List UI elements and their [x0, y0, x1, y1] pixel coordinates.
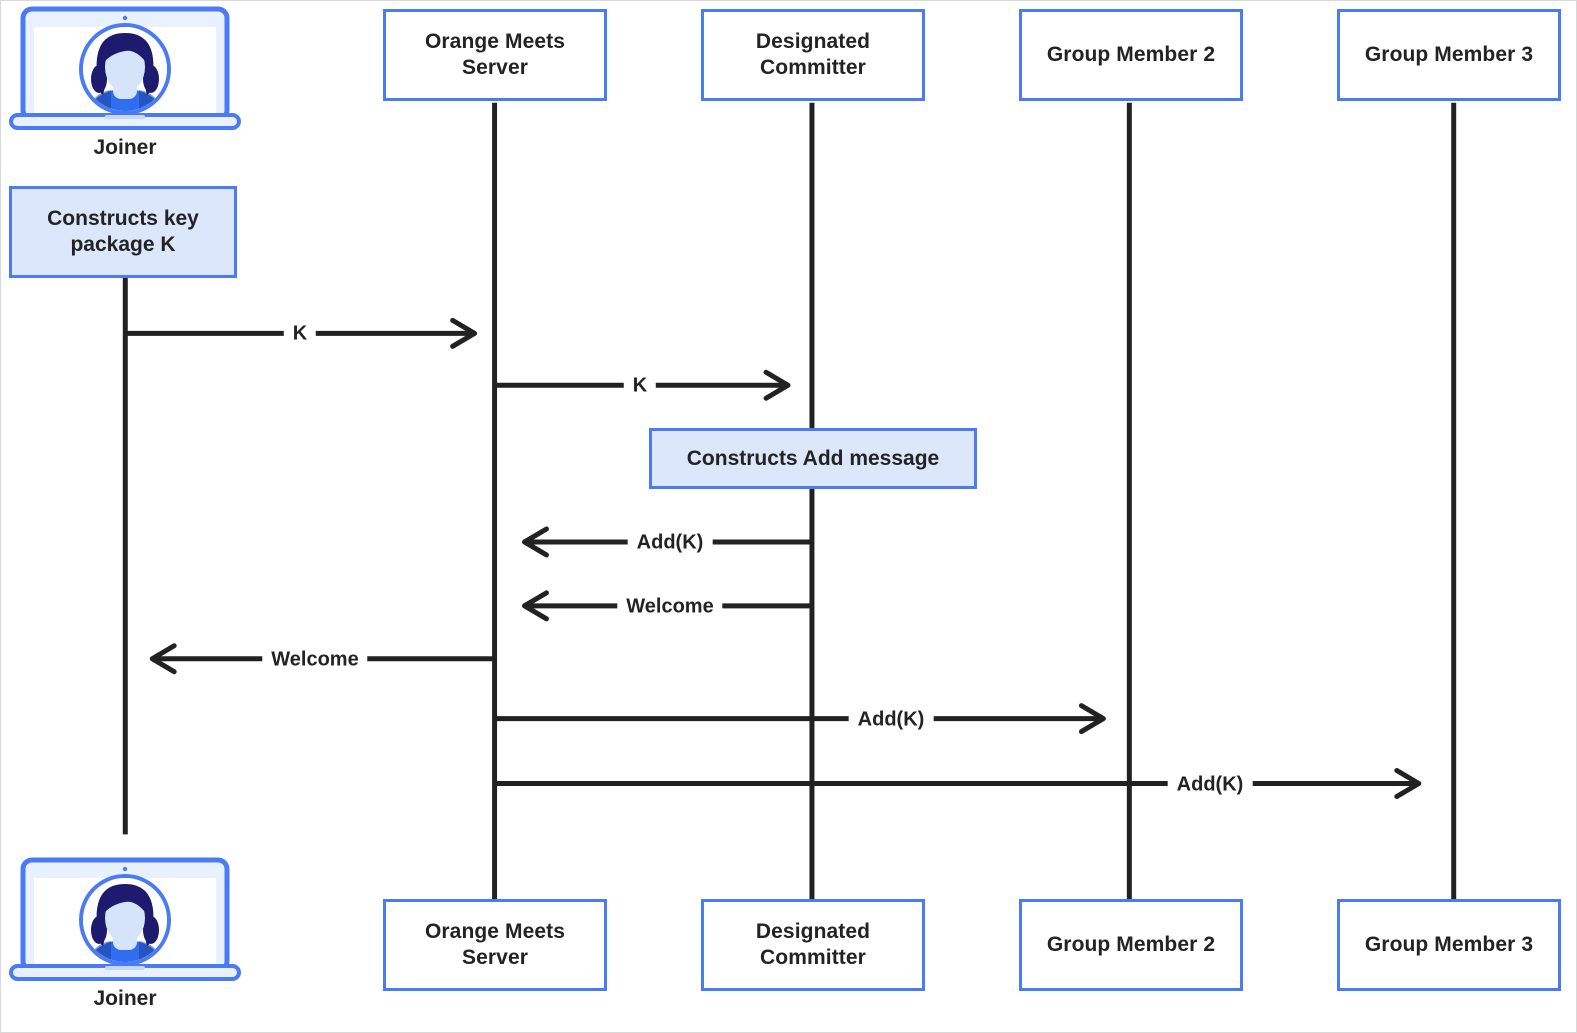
note-label-constructs-key-package: Constructs key package K [47, 207, 199, 256]
actor-joiner-top[interactable]: Joiner [9, 5, 241, 160]
actor-box-member2-top[interactable]: Group Member 2 [1019, 9, 1243, 101]
message-arrows [125, 320, 1418, 796]
message-label-msg-2: K [623, 374, 657, 398]
actor-box-committer-bottom[interactable]: Designated Committer [701, 899, 925, 991]
actor-label-committer-top: Designated Committer [755, 30, 871, 79]
actor-box-committer-top[interactable]: Designated Committer [701, 9, 925, 101]
actor-box-server-bottom[interactable]: Orange Meets Server [383, 899, 607, 991]
actor-box-member3-top[interactable]: Group Member 3 [1337, 9, 1561, 101]
actor-box-server-top[interactable]: Orange Meets Server [383, 9, 607, 101]
laptop-user-icon [9, 6, 241, 130]
actor-label-server-bottom: Orange Meets Server [424, 920, 566, 969]
lifelines [122, 102, 1457, 900]
actor-joiner-bottom[interactable]: Joiner [9, 856, 241, 1011]
laptop-user-icon [9, 857, 241, 981]
actor-label-member3-bottom: Group Member 3 [1364, 933, 1534, 957]
actor-label-member2-top: Group Member 2 [1046, 43, 1216, 67]
actor-box-member2-bottom[interactable]: Group Member 2 [1019, 899, 1243, 991]
actor-label-committer-bottom: Designated Committer [755, 920, 871, 969]
message-label-msg-4: Welcome [617, 595, 723, 619]
actor-label-member3-top: Group Member 3 [1364, 43, 1534, 67]
message-label-msg-6: Add(K) [848, 708, 934, 732]
actor-label-member2-bottom: Group Member 2 [1046, 933, 1216, 957]
message-label-msg-3: Add(K) [627, 531, 713, 555]
note-label-constructs-add-message: Constructs Add message [686, 446, 940, 470]
note-constructs-add-message[interactable]: Constructs Add message [649, 428, 977, 489]
message-label-msg-1: K [283, 322, 317, 346]
actor-label-server-top: Orange Meets Server [424, 30, 566, 79]
actor-box-member3-bottom[interactable]: Group Member 3 [1337, 899, 1561, 991]
message-label-msg-7: Add(K) [1167, 773, 1253, 797]
message-label-msg-5: Welcome [262, 648, 368, 672]
actor-label-joiner-bottom: Joiner [93, 987, 157, 1010]
note-constructs-key-package[interactable]: Constructs key package K [9, 186, 237, 278]
actor-label-joiner-top: Joiner [93, 136, 157, 159]
